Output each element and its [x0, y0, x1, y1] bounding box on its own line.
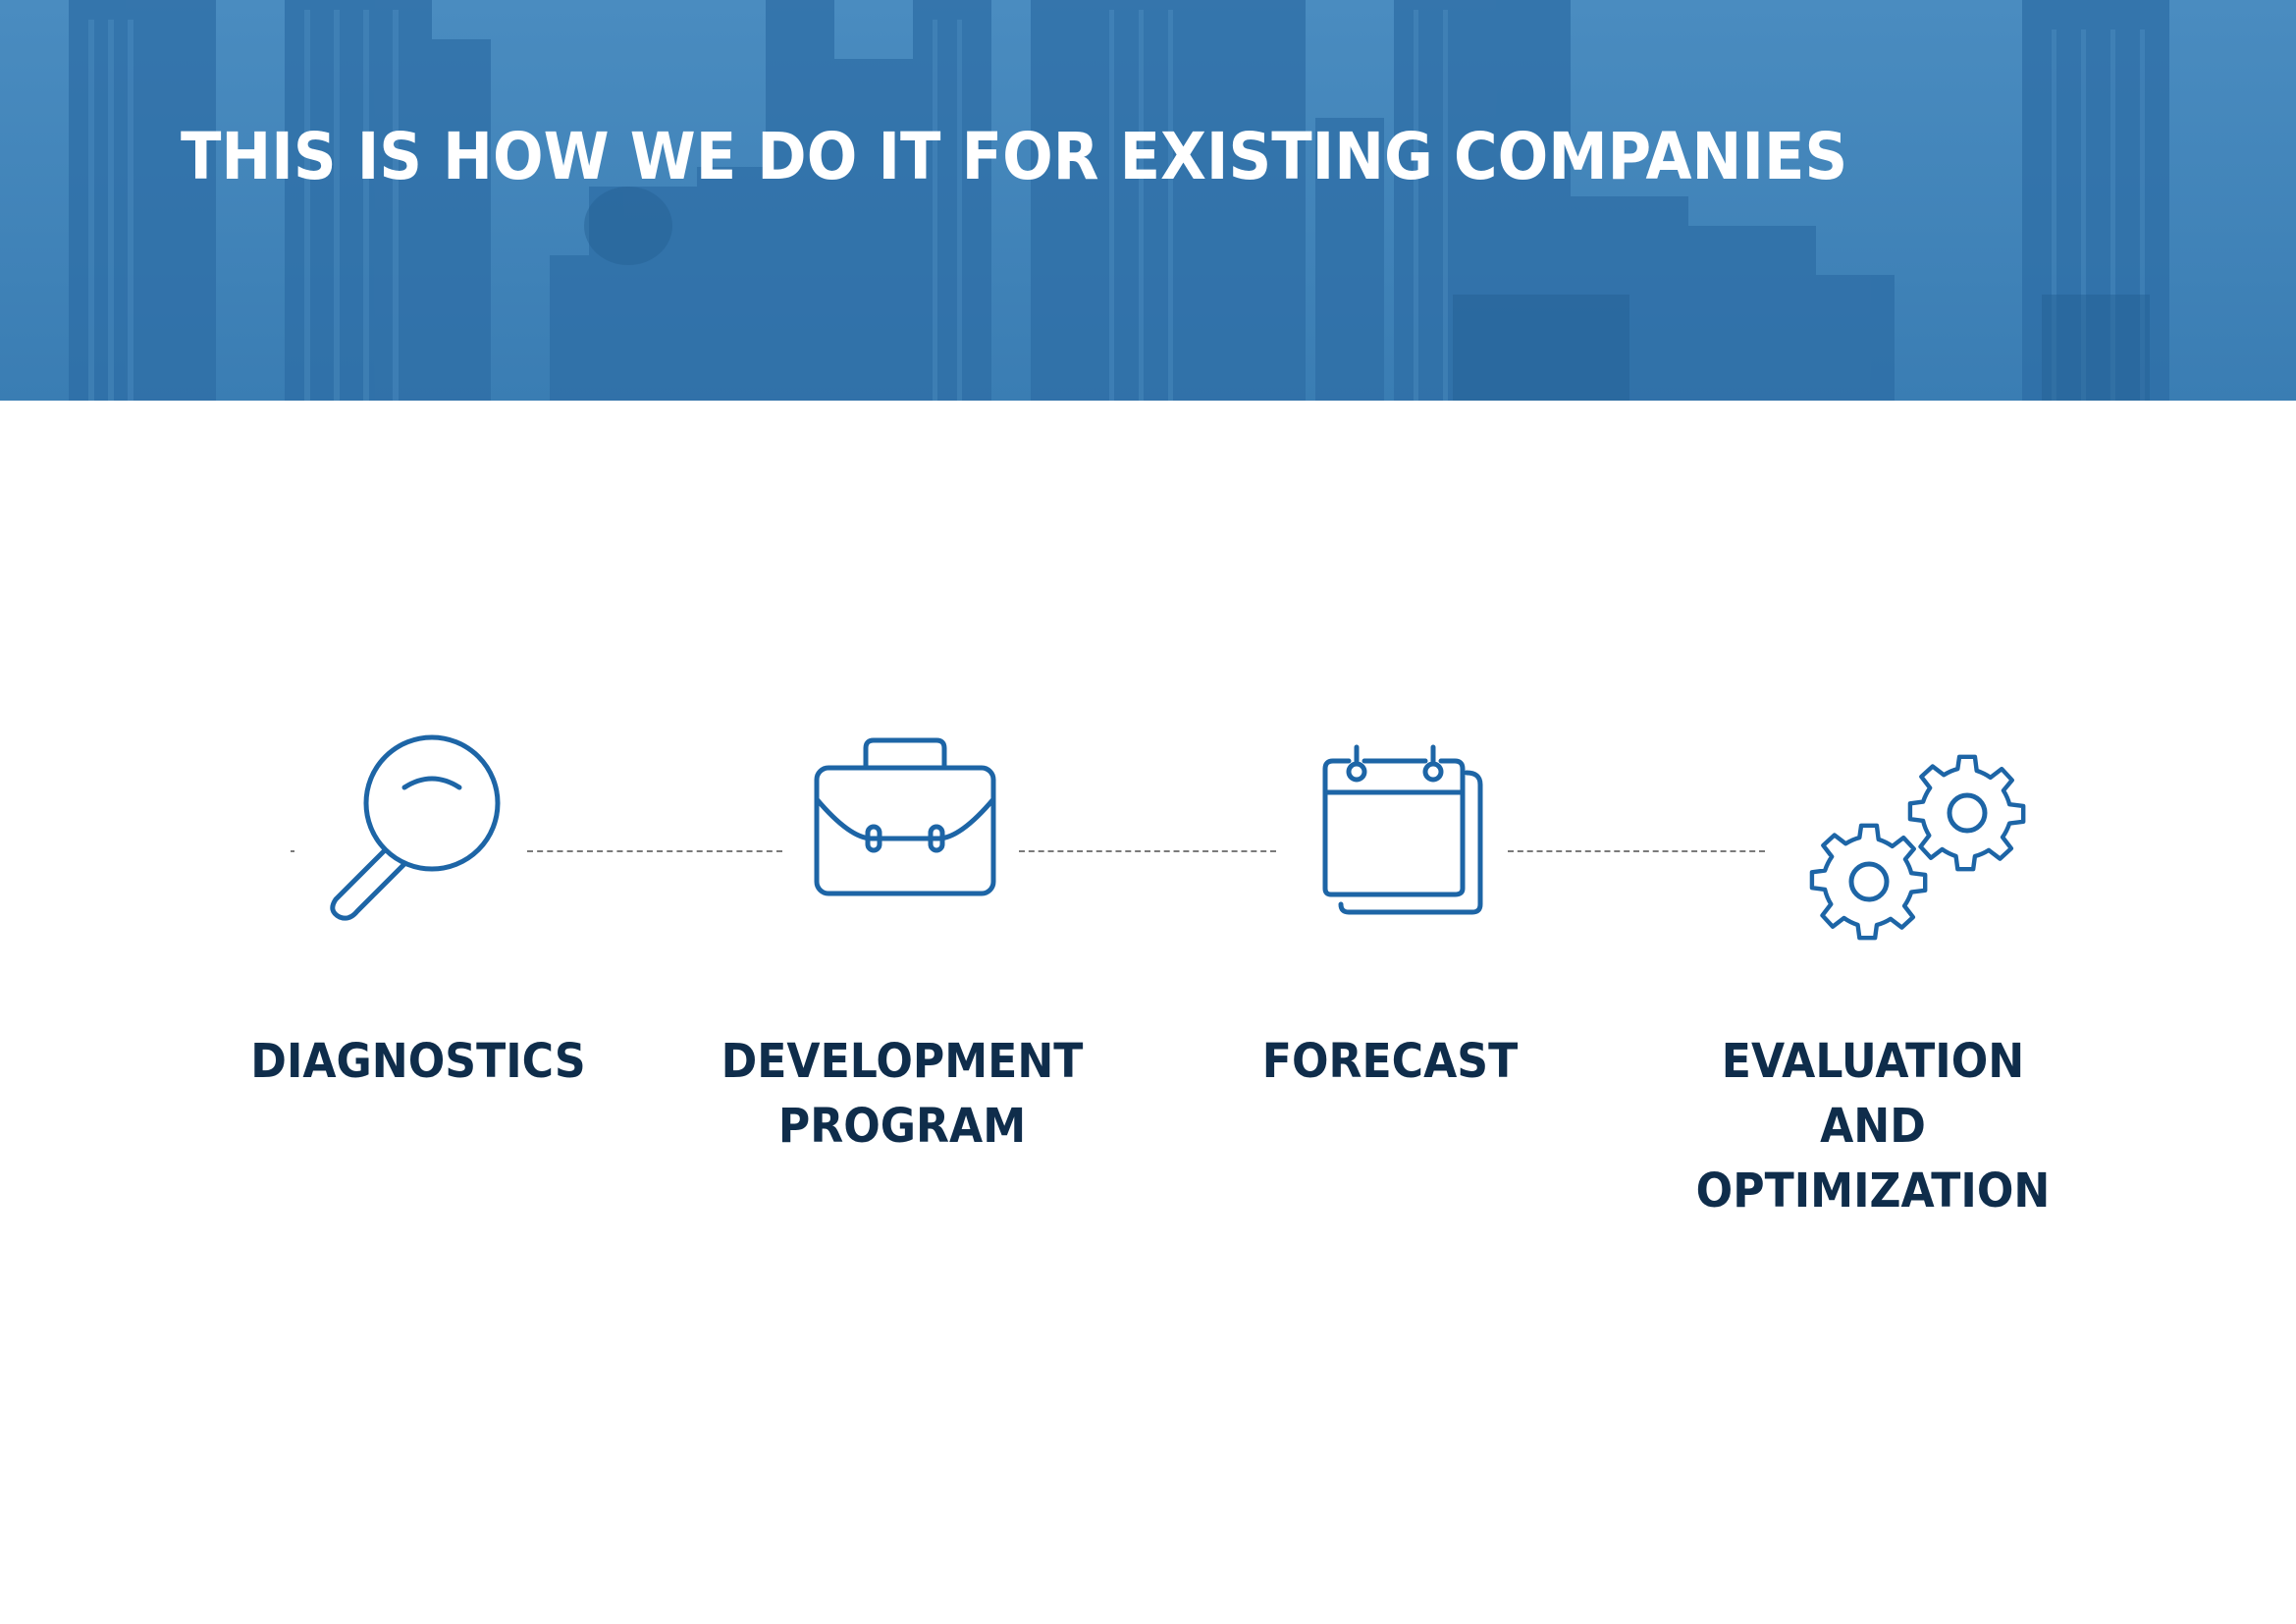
connector-line [1019, 850, 1276, 852]
page-title: THIS IS HOW WE DO IT FOR EXISTING COMPAN… [181, 119, 1848, 194]
step-label-evaluation-and-optimization: EVALUATION AND OPTIMIZATION [1695, 1034, 2051, 1218]
calendar-icon [1319, 741, 1488, 918]
connector-line [291, 850, 294, 852]
step-label-diagnostics: DIAGNOSTICS [250, 1034, 586, 1089]
magnifier-icon [314, 727, 510, 923]
step-label-development-program: DEVELOPMENT PROGRAM [721, 1034, 1084, 1154]
header-banner: THIS IS HOW WE DO IT FOR EXISTING COMPAN… [0, 0, 2296, 401]
briefcase-icon [811, 734, 999, 901]
gears-icon [1802, 750, 2038, 947]
connector-line [1508, 850, 1765, 852]
city-skyline-image [0, 0, 2296, 401]
step-label-forecast: FORECAST [1261, 1034, 1519, 1089]
connector-line [527, 850, 782, 852]
